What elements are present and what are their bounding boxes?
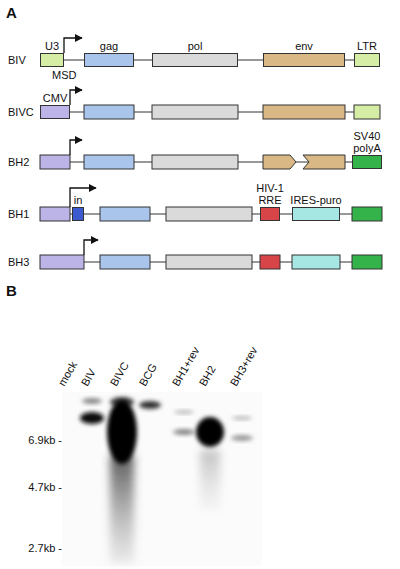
gene-label: CMV: [43, 92, 67, 104]
lane-label: BH3+rev: [228, 345, 260, 388]
site-label: MSD: [52, 69, 76, 81]
backbone-lines: [40, 60, 382, 262]
promoter-arrow: [70, 188, 96, 207]
pol-box: [152, 155, 238, 169]
blot-ground: [62, 392, 262, 566]
gene-label: SV40 polyA: [348, 130, 386, 154]
smear: [110, 455, 134, 563]
pol-box: [166, 207, 252, 221]
cmv-box: [40, 255, 84, 269]
env-fragment: [263, 155, 296, 169]
band: [139, 401, 161, 409]
gag-box: [100, 207, 150, 221]
polya-box: [352, 255, 382, 269]
band: [232, 416, 252, 420]
size-marker: 2.7kb -: [28, 542, 62, 554]
gene-label: LTR: [357, 40, 377, 52]
gene-box: env: [263, 53, 345, 67]
lane-label: mock: [56, 359, 80, 388]
gene-box: CMV: [40, 105, 70, 119]
gene-box: pol: [152, 53, 238, 67]
gene-box: in: [72, 207, 84, 221]
gene-box: U3: [40, 53, 64, 67]
gene-label: HIV-1 RRE: [253, 182, 287, 206]
gene-box: HIV-1 RRE: [260, 207, 280, 221]
band: [196, 417, 224, 447]
gene-label: IRES-puro: [290, 194, 341, 206]
construct-name: BH1: [8, 208, 29, 220]
gene-label: pol: [188, 40, 203, 52]
band: [82, 398, 102, 404]
band: [173, 429, 195, 435]
lane-label: BIVC: [108, 360, 131, 388]
pol-box: [166, 255, 252, 269]
construct-name: BIVC: [8, 106, 34, 118]
gene-label: gag: [100, 40, 118, 52]
northern-blot: [62, 392, 262, 566]
gag-box: [100, 255, 150, 269]
size-marker: 4.7kb -: [28, 481, 62, 493]
band: [80, 412, 104, 424]
smear: [200, 450, 220, 510]
promoter-arrow: [84, 240, 98, 255]
polya-box: [352, 207, 382, 221]
env-fragment: [303, 155, 345, 169]
panel-letter: B: [6, 282, 17, 299]
gene-box: LTR: [354, 53, 380, 67]
band: [107, 400, 137, 464]
promoter-arrow: [64, 38, 82, 53]
promoter-arrow: [70, 140, 82, 155]
lane-label: BIV: [79, 367, 98, 388]
gene-box: SV40 polyA: [352, 155, 382, 169]
env-box: [263, 105, 345, 119]
ires-box: [292, 255, 340, 269]
panel-letter: A: [6, 4, 17, 21]
band: [231, 435, 253, 441]
lane-label: BCG: [137, 361, 159, 388]
gene-label: env: [295, 40, 313, 52]
gene-box: gag: [84, 53, 134, 67]
cmv-box: [40, 207, 70, 221]
ltr-box: [354, 105, 380, 119]
gag-box: [84, 105, 134, 119]
promoter-arrow: [70, 90, 82, 105]
lane-label: BH2: [197, 363, 218, 388]
construct-name: BIV: [8, 54, 26, 66]
rre-box: [260, 255, 280, 269]
size-marker: 6.9kb -: [28, 434, 62, 446]
gene-label: U3: [45, 40, 59, 52]
construct-name: BH3: [8, 256, 29, 268]
cmv-box: [40, 155, 70, 169]
gene-label: in: [74, 194, 83, 206]
construct-name: BH2: [8, 156, 29, 168]
gene-box: IRES-puro: [292, 207, 340, 221]
gene-boxes: [40, 105, 382, 269]
pol-box: [152, 105, 238, 119]
band: [174, 410, 194, 414]
gag-box: [84, 155, 134, 169]
